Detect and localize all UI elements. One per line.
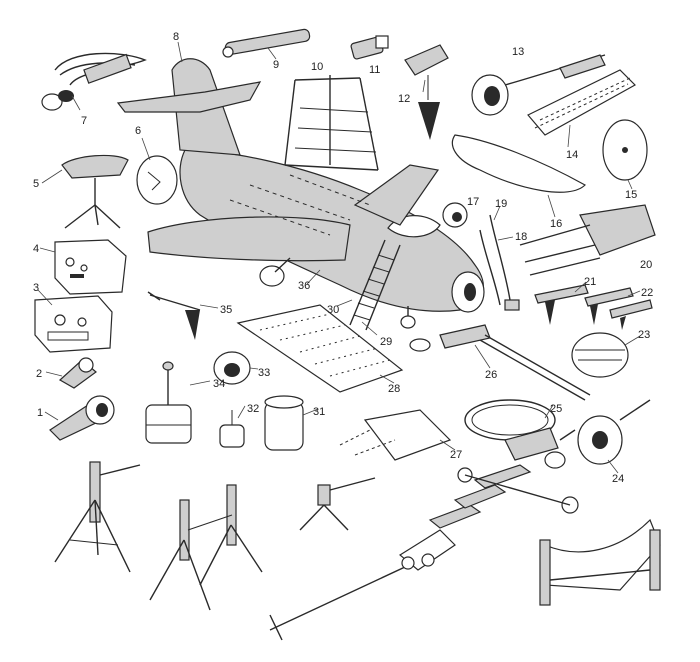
electrical-connector-plug bbox=[350, 35, 389, 60]
callout-4: 4 bbox=[33, 243, 39, 255]
callout-22: 22 bbox=[641, 287, 653, 299]
small-axle-jack bbox=[299, 477, 376, 531]
callout-21: 21 bbox=[584, 276, 596, 288]
hand-search-lamp bbox=[471, 54, 606, 116]
tripod-jack-left bbox=[54, 461, 141, 573]
tripod-jack-pair bbox=[149, 484, 263, 611]
callout-9: 9 bbox=[273, 59, 279, 71]
grommet-ring bbox=[213, 351, 251, 385]
callout-13: 13 bbox=[512, 46, 524, 58]
callout-14: 14 bbox=[566, 149, 578, 161]
pilot-seat-stand bbox=[61, 154, 129, 229]
callout-33: 33 bbox=[258, 367, 270, 379]
roller-ramp bbox=[527, 69, 636, 136]
callout-3: 3 bbox=[33, 282, 39, 294]
boarding-ladder bbox=[349, 239, 401, 331]
plumb-weight bbox=[404, 44, 449, 140]
test-instrument-box bbox=[54, 239, 127, 295]
air-hose-with-coupling bbox=[41, 52, 147, 111]
callout-25: 25 bbox=[550, 403, 562, 415]
callout-16: 16 bbox=[550, 218, 562, 230]
wheel-disc-cover bbox=[136, 155, 178, 205]
callout-24: 24 bbox=[612, 473, 624, 485]
maintenance-step-stand bbox=[284, 75, 379, 171]
callout-27: 27 bbox=[450, 449, 462, 461]
wheel-hub-tool bbox=[559, 399, 651, 465]
wing-walkway-mat bbox=[236, 304, 404, 393]
oil-drum bbox=[264, 395, 304, 451]
engine-cradle-stand bbox=[539, 518, 661, 606]
hose-reel-tank bbox=[571, 332, 629, 378]
ground-cables bbox=[479, 214, 520, 311]
callout-26: 26 bbox=[485, 369, 497, 381]
cylindrical-tube bbox=[222, 28, 311, 58]
canopy-cover bbox=[451, 134, 586, 193]
control-panel-box bbox=[34, 295, 113, 353]
callout-31: 31 bbox=[313, 406, 325, 418]
spare-wheel bbox=[602, 119, 648, 181]
callout-2: 2 bbox=[36, 368, 42, 380]
callout-labels: 1 2 3 4 5 6 7 8 9 10 11 12 13 14 15 16 1… bbox=[33, 31, 653, 485]
callout-29: 29 bbox=[380, 336, 392, 348]
wheel-chocks bbox=[534, 284, 653, 330]
wheel-dolly bbox=[339, 409, 452, 461]
callout-30: 30 bbox=[327, 304, 339, 316]
callout-23: 23 bbox=[638, 329, 650, 341]
callout-11: 11 bbox=[369, 64, 380, 76]
jet-aircraft-drawing bbox=[116, 58, 485, 329]
callout-32: 32 bbox=[247, 403, 259, 415]
callout-10: 10 bbox=[311, 61, 323, 73]
steering-tow-bar bbox=[409, 324, 591, 401]
callout-7: 7 bbox=[81, 115, 87, 127]
callout-5: 5 bbox=[33, 178, 39, 190]
callout-17: 17 bbox=[467, 196, 479, 208]
callout-19: 19 bbox=[495, 198, 507, 210]
callout-35: 35 bbox=[220, 304, 232, 316]
fuse-puller-tool bbox=[147, 291, 201, 340]
callout-28: 28 bbox=[388, 383, 400, 395]
callout-36: 36 bbox=[298, 280, 310, 292]
callout-18: 18 bbox=[515, 231, 527, 243]
hose-coil bbox=[464, 399, 566, 469]
callout-6: 6 bbox=[135, 125, 141, 137]
small-canister bbox=[219, 410, 245, 448]
small-nozzle-fitting bbox=[58, 357, 97, 389]
engine-cover-bag bbox=[519, 204, 656, 276]
fuel-canister bbox=[145, 361, 192, 444]
leader-lines bbox=[37, 41, 641, 474]
callout-12: 12 bbox=[398, 93, 410, 105]
inspection-lamp bbox=[49, 395, 115, 441]
intake-collar bbox=[442, 202, 468, 228]
callout-15: 15 bbox=[625, 189, 637, 201]
callout-20: 20 bbox=[640, 259, 652, 271]
tow-bar-assembly bbox=[269, 464, 579, 641]
callout-34: 34 bbox=[213, 378, 225, 390]
callout-8: 8 bbox=[173, 31, 179, 43]
callout-1: 1 bbox=[37, 407, 43, 419]
